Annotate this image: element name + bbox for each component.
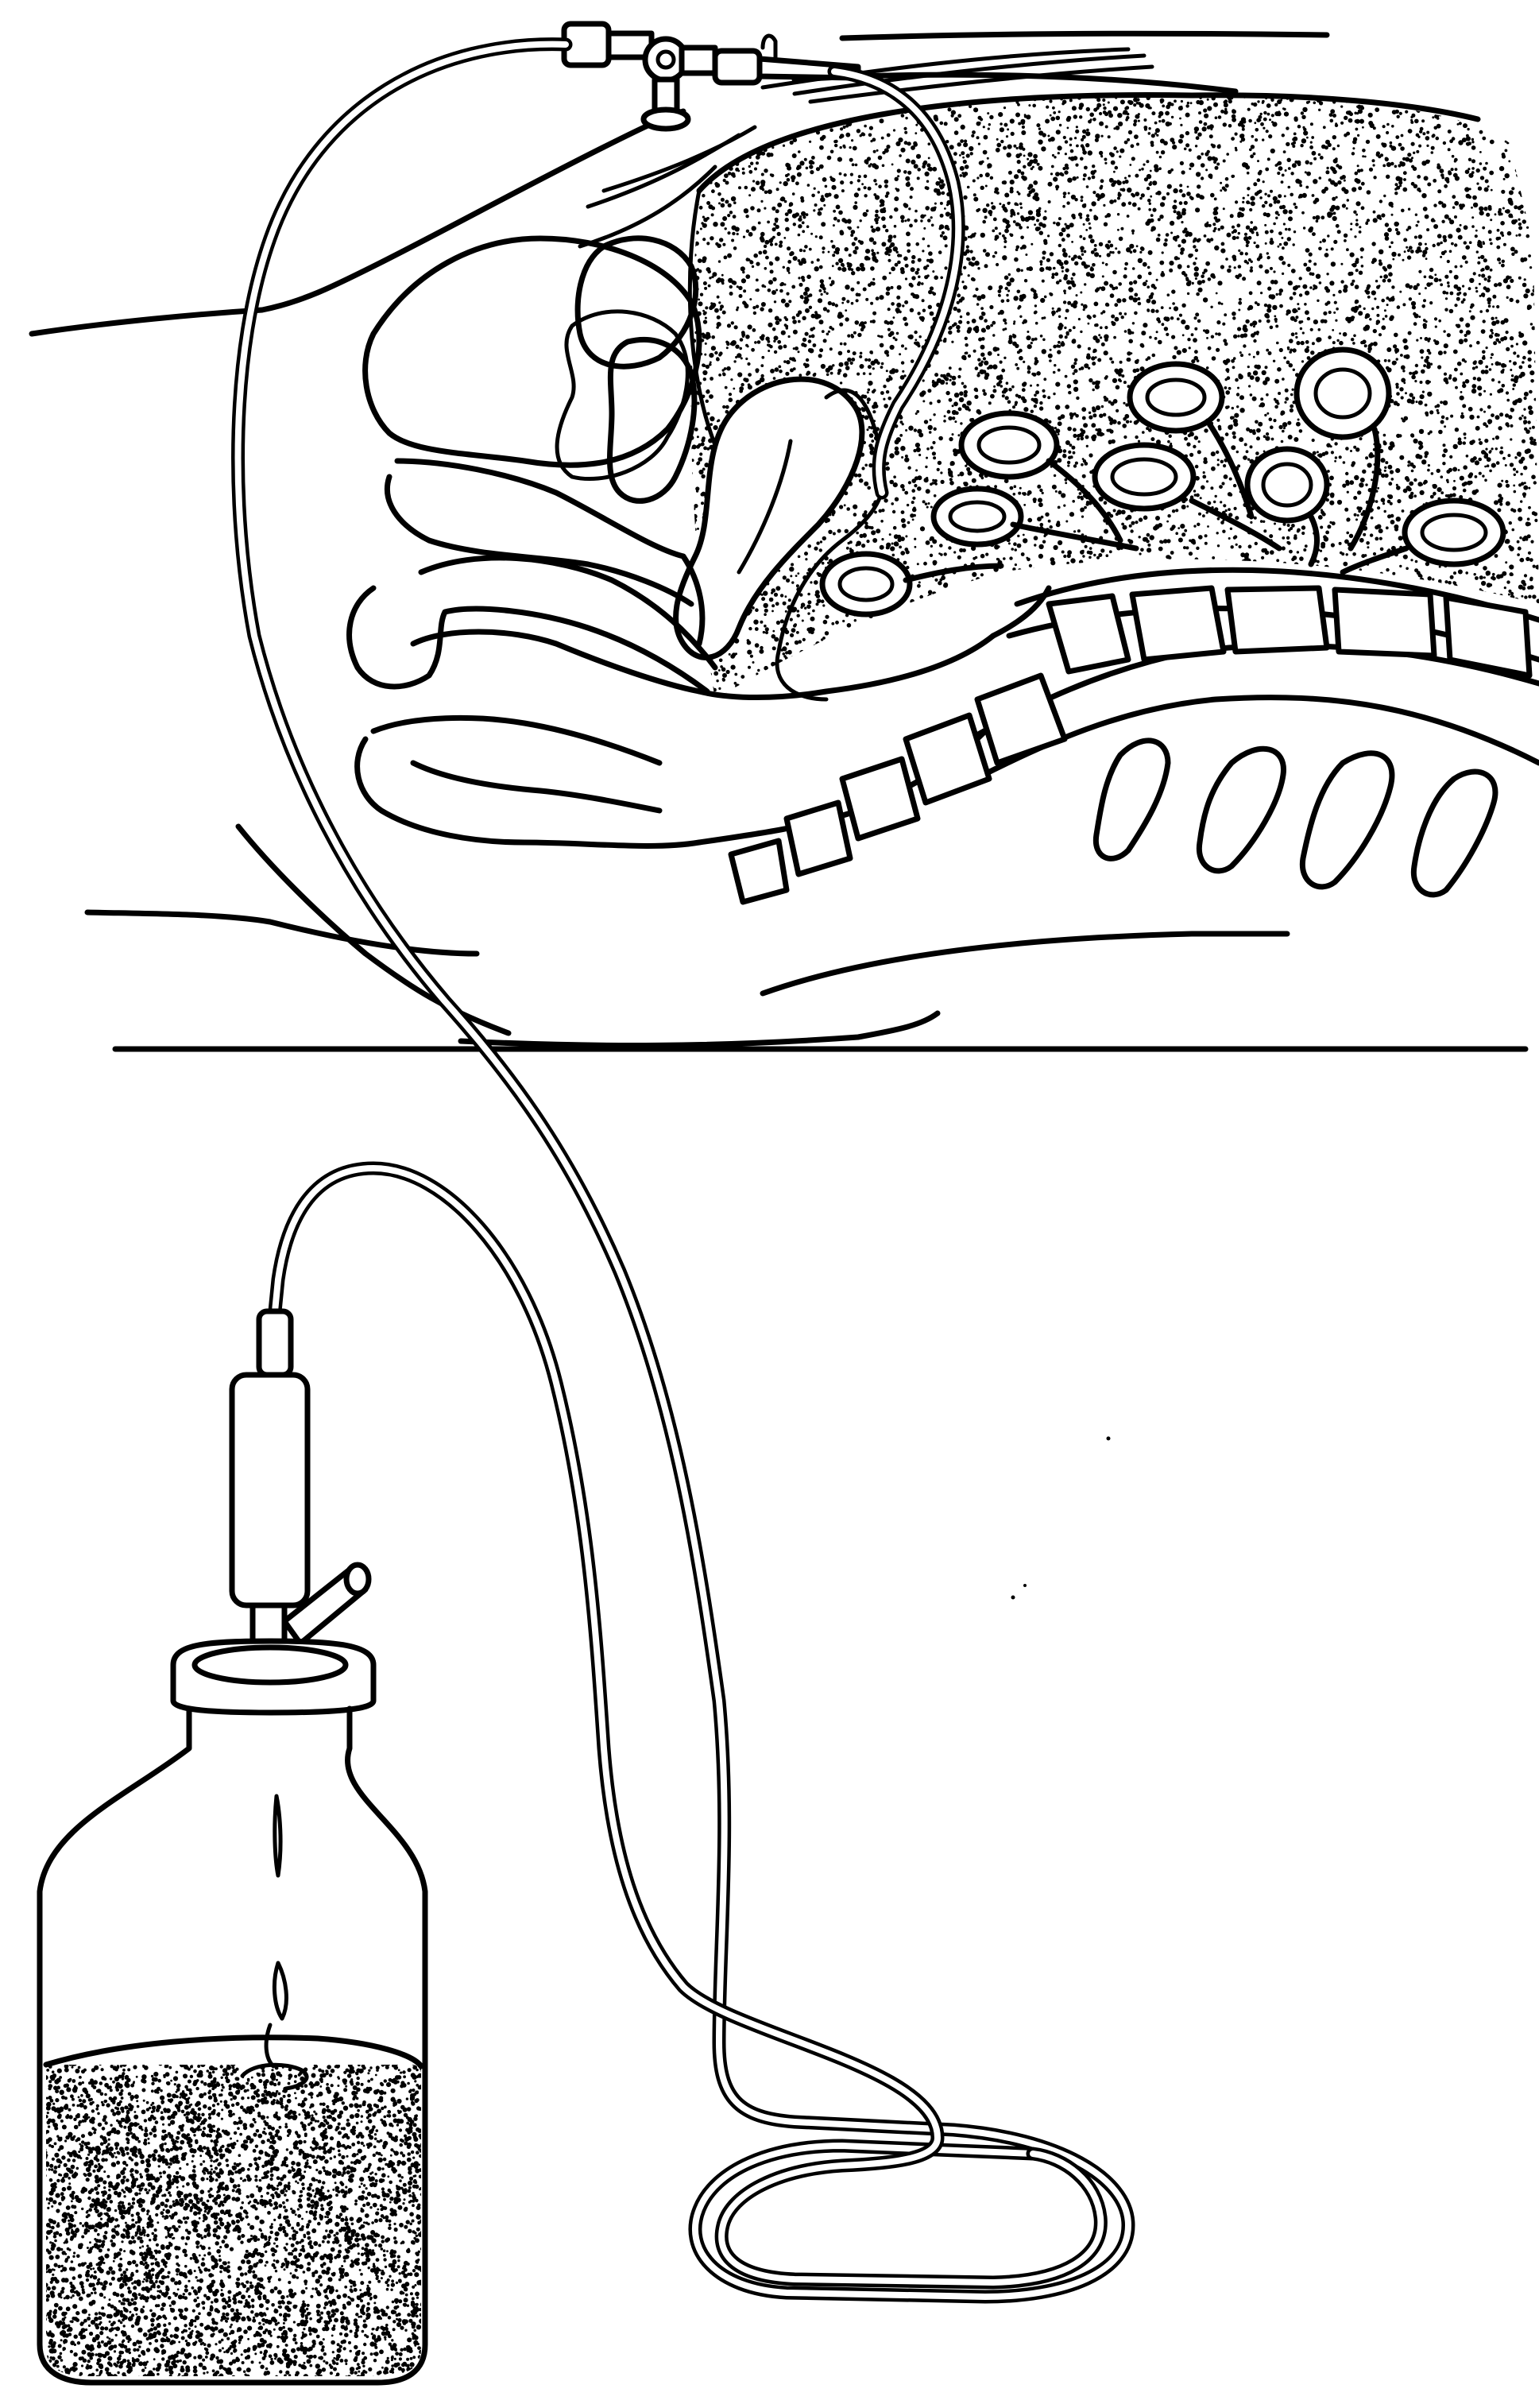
bottle-liquid-stipple xyxy=(46,2065,421,2376)
ink-speck xyxy=(1011,1595,1015,1600)
ink-speck xyxy=(1023,1584,1027,1587)
spine xyxy=(728,567,1539,905)
pelvic-organs xyxy=(346,92,1481,849)
peritoneal-fluid-stipple xyxy=(690,95,1539,699)
bladder-wall xyxy=(555,309,690,482)
catheter xyxy=(231,21,1135,2304)
ink-speck xyxy=(1106,1436,1111,1441)
pubic-bone xyxy=(574,235,699,370)
lymph-nodes xyxy=(819,346,1506,617)
uterus xyxy=(673,376,865,660)
collection-bottle xyxy=(37,1308,428,2386)
stopcock xyxy=(561,21,861,132)
